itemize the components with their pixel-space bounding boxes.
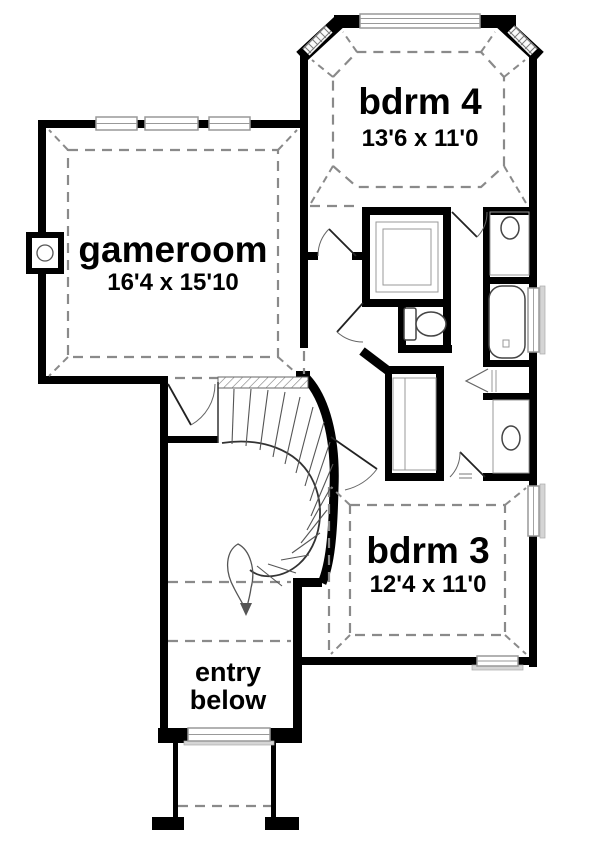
tub-top-wall <box>483 277 529 284</box>
linen-top-wall <box>388 366 443 374</box>
ceiling-lines <box>48 31 527 808</box>
vanity-nook-wall <box>483 207 490 284</box>
linen-left-wall <box>385 366 392 481</box>
wing-right-wall <box>529 50 537 667</box>
stair-railing-hatch <box>218 377 308 388</box>
toilet <box>403 307 447 341</box>
closet-shelves <box>375 221 439 293</box>
bdrm4-bottom-wall <box>362 207 450 215</box>
wc-left-wall <box>398 299 406 353</box>
bdrm4-bath-door <box>451 211 488 238</box>
shelf-nook-wall <box>483 393 529 400</box>
vanity-sink-top <box>489 211 530 276</box>
gameroom-windows <box>95 116 251 131</box>
bdrm3-right-window <box>527 483 546 539</box>
balcony-left-wall <box>173 743 178 821</box>
corridor-left-wall <box>160 376 168 743</box>
bdrm4-bath-wall <box>483 207 529 215</box>
entry-window <box>183 727 275 746</box>
hall-wall-stub-left <box>300 252 318 260</box>
balcony-pier-left <box>152 817 184 830</box>
linen-right-wall <box>436 366 444 481</box>
tub-window <box>527 285 546 355</box>
bath-bottom-wall-right <box>483 473 529 481</box>
shelf-nook-door <box>464 368 489 393</box>
stair-treads <box>231 388 334 587</box>
gameroom-bottom-wall <box>38 376 168 384</box>
room-dims-bdrm3: 12'4 x 11'0 <box>370 571 487 598</box>
wing-left-wall <box>300 50 308 348</box>
balcony-pier-right <box>265 817 299 830</box>
down-arrow-head <box>240 603 252 616</box>
room-label-bdrm4: bdrm 4 <box>358 81 482 122</box>
room-label-bdrm3: bdrm 3 <box>366 530 489 571</box>
closet-bottom-wall <box>362 299 451 307</box>
down-arrow <box>227 543 254 612</box>
tub-bottom-wall <box>483 360 529 367</box>
hall-wall-stub-right <box>352 252 366 260</box>
wc-door <box>336 302 364 343</box>
vanity-sink-bottom <box>492 399 530 474</box>
room-dims-bdrm4: 13'6 x 11'0 <box>362 125 479 152</box>
wc-bottom-wall <box>398 345 452 353</box>
bathtub <box>488 285 526 359</box>
bdrm3-bottom-window <box>471 655 524 671</box>
gameroom-door <box>167 383 216 426</box>
bath-bottom-wall-left <box>385 473 443 481</box>
bay-window-right <box>507 25 538 56</box>
spiral-staircase <box>217 376 334 616</box>
bdrm3-bottom-corner <box>518 657 537 665</box>
stair-inner-rail <box>221 440 321 578</box>
labels: gameroom 16'4 x 15'10 bdrm 4 13'6 x 11'0… <box>78 81 489 715</box>
doors <box>167 211 489 491</box>
chimney <box>26 232 64 274</box>
entry-wall-right <box>270 728 298 743</box>
bdrm3-tray-ceiling <box>348 503 507 637</box>
bay-window-left <box>302 25 333 56</box>
bdrm3-door <box>330 436 378 491</box>
room-label-gameroom: gameroom <box>78 229 267 270</box>
entry-below-label-line1: entry <box>195 657 261 687</box>
bdrm3-bottom-wall <box>293 657 477 665</box>
stair-jog-wall <box>293 578 322 587</box>
gameroom-tray-ceiling <box>66 148 280 359</box>
bdrm3-bath-door <box>449 451 486 479</box>
closet-right-wall <box>443 207 451 353</box>
windows <box>95 13 546 746</box>
stair-landing-wall <box>160 436 218 443</box>
room-dims-gameroom: 16'4 x 15'10 <box>107 269 239 296</box>
hall-door <box>317 228 357 257</box>
bay-window-front <box>359 13 481 29</box>
entry-below-label-line2: below <box>190 685 268 715</box>
shelf-nook <box>491 370 497 392</box>
linen-shelves <box>392 377 437 471</box>
balcony-right-wall <box>271 743 276 821</box>
tub-left-wall <box>483 277 490 367</box>
entry-wall-left <box>158 728 188 743</box>
fixtures <box>26 211 530 474</box>
